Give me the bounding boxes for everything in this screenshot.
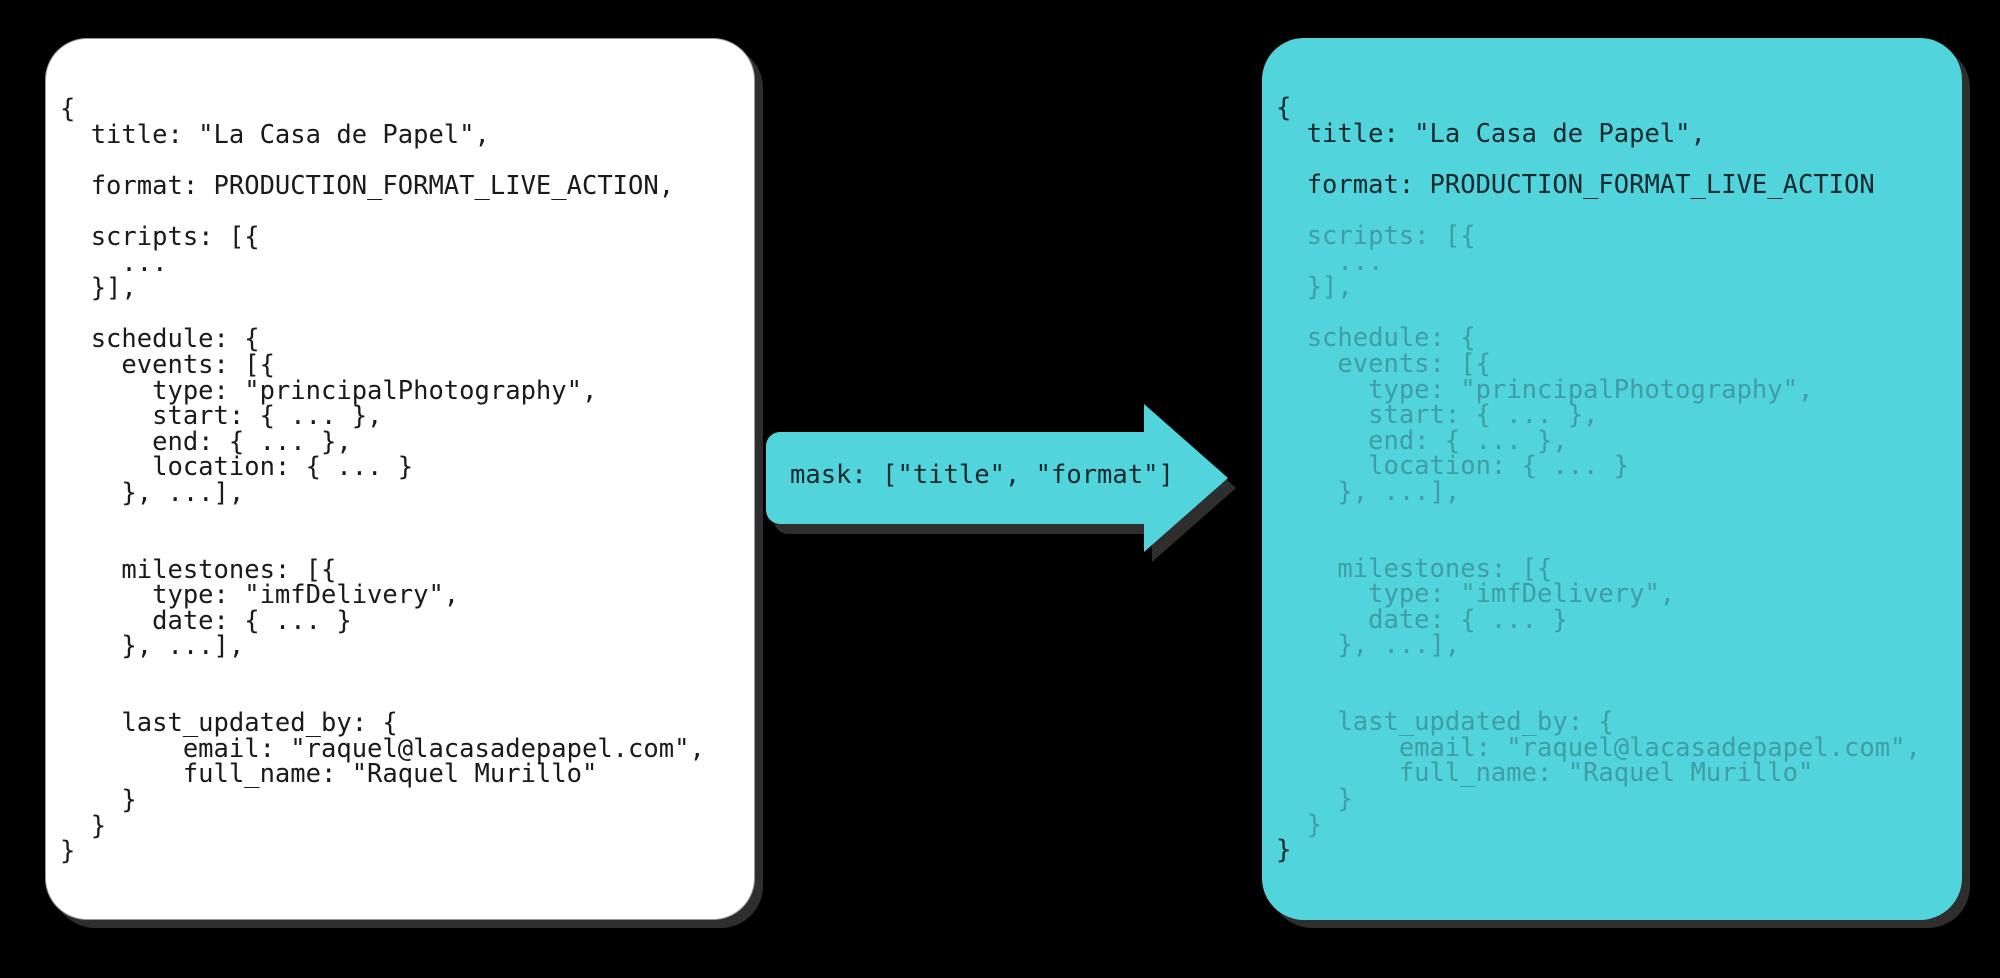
masked-code-line-visible: } (1276, 835, 1292, 866)
source-code-line: }, ...], (60, 631, 245, 662)
masked-code-line-masked (1276, 506, 1921, 532)
source-code-line: }], (60, 273, 137, 304)
source-card-code: { title: "La Casa de Papel", format: PRO… (46, 39, 705, 865)
masked-code-line-masked: email: "raquel@lacasadepapel.com", (1276, 732, 1921, 763)
source-code-line: schedule: { (60, 324, 260, 355)
masked-code-line-masked: } (1276, 784, 1353, 815)
masked-code-line-masked: events: [{ (1276, 348, 1491, 379)
masked-code-line-masked: type: "imfDelivery", (1276, 579, 1676, 610)
source-code-line: } (60, 810, 107, 841)
source-code-line: type: "imfDelivery", (60, 580, 460, 611)
masked-code-line-masked: date: { ... } (1276, 604, 1568, 635)
masked-code-line-masked: end: { ... }, (1276, 425, 1568, 456)
source-code-line: start: { ... }, (60, 401, 383, 432)
source-card: { title: "La Casa de Papel", format: PRO… (45, 38, 755, 920)
masked-code-line-masked: scripts: [{ (1276, 220, 1476, 251)
masked-code-line-masked: last_updated_by: { (1276, 707, 1614, 738)
source-code-line: type: "principalPhotography", (60, 375, 598, 406)
masked-code-line-masked: start: { ... }, (1276, 400, 1599, 431)
source-code-line (60, 532, 705, 558)
masked-code-line-masked (1276, 531, 1921, 557)
mask-arrow (766, 402, 1236, 582)
source-code-line: scripts: [{ (60, 221, 260, 252)
source-code-line: last_updated_by: { (60, 708, 398, 739)
masked-code-line-masked: }, ...], (1276, 630, 1461, 661)
masked-code-line-visible: format: PRODUCTION_FORMAT_LIVE_ACTION (1276, 169, 1875, 200)
masked-code-line-masked: type: "principalPhotography", (1276, 374, 1814, 405)
source-code-line: location: { ... } (60, 452, 414, 483)
source-code-line: format: PRODUCTION_FORMAT_LIVE_ACTION, (60, 170, 675, 201)
masked-code-line-visible: { (1276, 93, 1292, 123)
masked-code-line-masked: location: { ... } (1276, 451, 1630, 482)
source-code-line: } (60, 836, 76, 867)
source-code-line: date: { ... } (60, 605, 352, 636)
masked-code-line-masked: }, ...], (1276, 476, 1461, 507)
masked-code-line-visible: title: "La Casa de Papel", (1276, 118, 1706, 149)
source-code-line: email: "raquel@lacasadepapel.com", (60, 733, 705, 764)
source-code-line: title: "La Casa de Papel", (60, 119, 490, 150)
masked-code-line-masked: ... (1276, 246, 1384, 277)
masked-code-line-masked: } (1276, 809, 1323, 840)
source-code-line: milestones: [{ (60, 554, 337, 585)
masked-code-line-masked: schedule: { (1276, 323, 1476, 354)
source-code-line: full_name: "Raquel Murillo" (60, 759, 598, 790)
masked-code-line-masked: milestones: [{ (1276, 553, 1553, 584)
masked-code-line-masked: }], (1276, 272, 1353, 303)
source-code-line: ... (60, 247, 168, 278)
masked-code-line-masked: full_name: "Raquel Murillo" (1276, 758, 1814, 789)
arrow-label: mask: ["title", "format"] (790, 460, 1174, 490)
masked-code-line-masked (1276, 659, 1921, 685)
source-code-line: }, ...], (60, 477, 245, 508)
source-code-line (60, 507, 705, 533)
source-code-line: end: { ... }, (60, 426, 352, 457)
masked-code-line-visible (1276, 147, 1921, 173)
arrow-shape (766, 404, 1228, 552)
source-code-line (60, 660, 705, 686)
masked-card-code: { title: "La Casa de Papel", format: PRO… (1262, 38, 1921, 864)
source-code-line: } (60, 785, 137, 816)
source-code-line: events: [{ (60, 349, 275, 380)
source-code-line: { (60, 94, 76, 124)
source-code-line (60, 148, 705, 174)
masked-card: { title: "La Casa de Papel", format: PRO… (1262, 38, 1962, 920)
